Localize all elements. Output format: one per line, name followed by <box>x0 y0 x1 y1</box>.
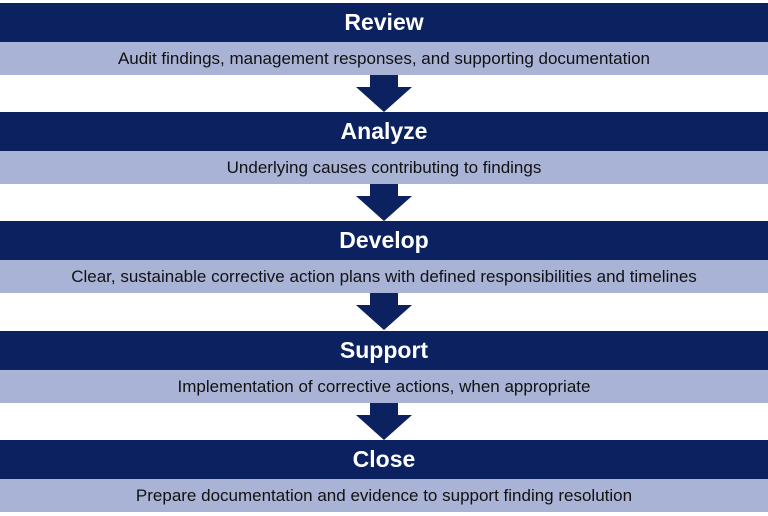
step-review: Review Audit findings, management respon… <box>0 3 768 75</box>
step-description: Implementation of corrective actions, wh… <box>0 370 768 403</box>
step-title: Review <box>0 3 768 42</box>
arrow-down-icon <box>356 403 412 440</box>
step-title: Develop <box>0 221 768 260</box>
arrow-down-icon <box>356 293 412 330</box>
step-analyze: Analyze Underlying causes contributing t… <box>0 112 768 184</box>
step-description: Audit findings, management responses, an… <box>0 42 768 75</box>
arrow-down-icon <box>356 184 412 221</box>
step-title: Analyze <box>0 112 768 151</box>
step-description: Clear, sustainable corrective action pla… <box>0 260 768 293</box>
arrow-down-icon <box>356 75 412 112</box>
step-develop: Develop Clear, sustainable corrective ac… <box>0 221 768 293</box>
step-description: Underlying causes contributing to findin… <box>0 151 768 184</box>
step-title: Support <box>0 331 768 370</box>
step-close: Close Prepare documentation and evidence… <box>0 440 768 512</box>
step-support: Support Implementation of corrective act… <box>0 331 768 403</box>
step-description: Prepare documentation and evidence to su… <box>0 479 768 512</box>
step-title: Close <box>0 440 768 479</box>
